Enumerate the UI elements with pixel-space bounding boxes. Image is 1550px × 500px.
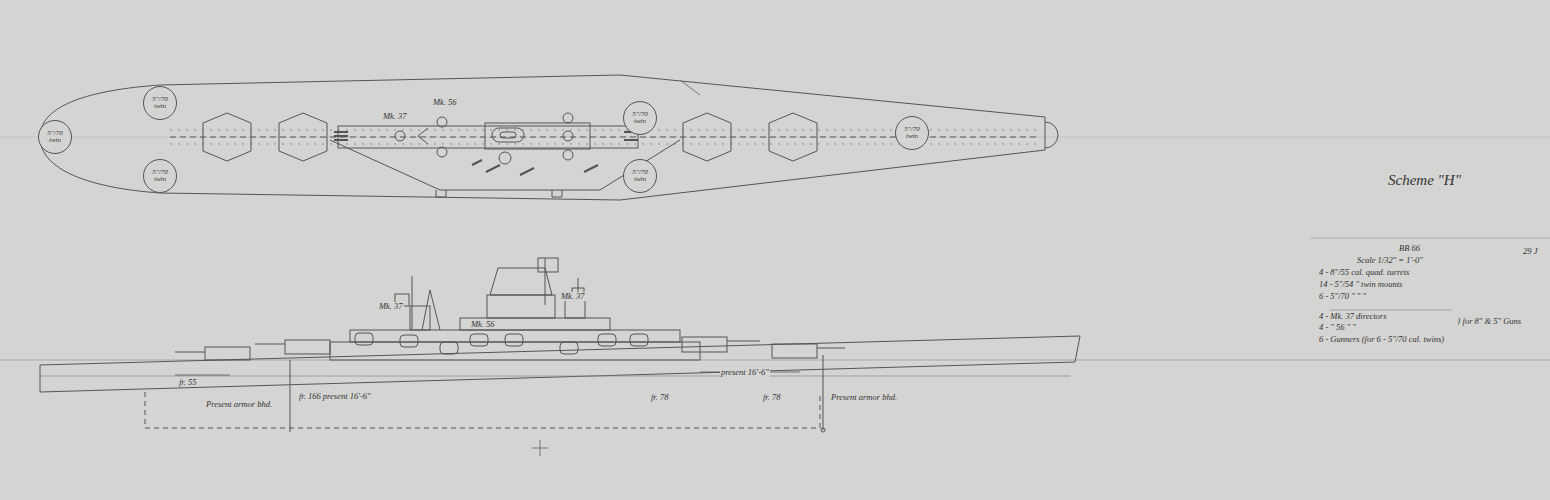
drawing-note: 4 - " 56 " " [1318, 323, 1357, 332]
mount-label: 5"/70 twin [147, 96, 173, 111]
mount-label: 5"/70 twin [42, 130, 68, 145]
drawing-note: fr. 166 present 16'-6" [298, 392, 372, 401]
drawing-note: 6 - 5"/70 " " " [1318, 292, 1367, 301]
drawing-note: 6 - Gunners (for 6 - 5"/70 cal. twins) [1318, 335, 1445, 344]
mount-label: 5"/70 twin [627, 111, 653, 126]
drawing-note: Mk. 37 [378, 302, 404, 311]
drawing-note: Present armor bhd. [205, 400, 273, 409]
drawing-note: 29 J [1522, 247, 1538, 256]
gun-mount-circle: 5"/70 twin [623, 101, 657, 135]
drawing-note: Mk. 37 [382, 112, 408, 121]
drawing-note: } for 8" & 5" Guns [1456, 317, 1522, 326]
gun-mount-circle: 5"/70 twin [895, 116, 929, 150]
drawing-note: fr. 55 [178, 378, 197, 387]
drawing-note: 4 - Mk. 37 directors [1318, 312, 1387, 321]
gun-mount-circle: 5"/70 twin [143, 159, 177, 193]
drawing-note: Mk. 56 [432, 98, 458, 107]
drawing-note: 14 - 5"/54 " twin mounts [1318, 280, 1403, 289]
drawing-note: fr. 78 [650, 393, 669, 402]
drawing-note: Mk. 37 [560, 292, 586, 301]
scheme-title: Scheme "H" [1388, 172, 1461, 189]
drawing-note: present 16'-6" [720, 368, 770, 377]
gun-mount-circle: 5"/70 twin [143, 86, 177, 120]
drawing-note: BB 66 [1398, 244, 1421, 253]
drawing-note: Scale 1/32" = 1'-0" [1356, 256, 1424, 265]
drawing-note: Present armor bhd. [830, 393, 898, 402]
drawing-note: Mk. 56 [470, 320, 496, 329]
mount-label: 5"/70 twin [147, 169, 173, 184]
mount-label: 5"/70 twin [899, 126, 925, 141]
gun-mount-circle: 5"/70 twin [623, 159, 657, 193]
mount-label: 5"/70 twin [627, 169, 653, 184]
gun-mount-circle: 5"/70 twin [38, 120, 72, 154]
drawing-note: 4 - 8"/55 cal. quad. turrets [1318, 268, 1410, 277]
drawing-note: fr. 78 [762, 393, 781, 402]
